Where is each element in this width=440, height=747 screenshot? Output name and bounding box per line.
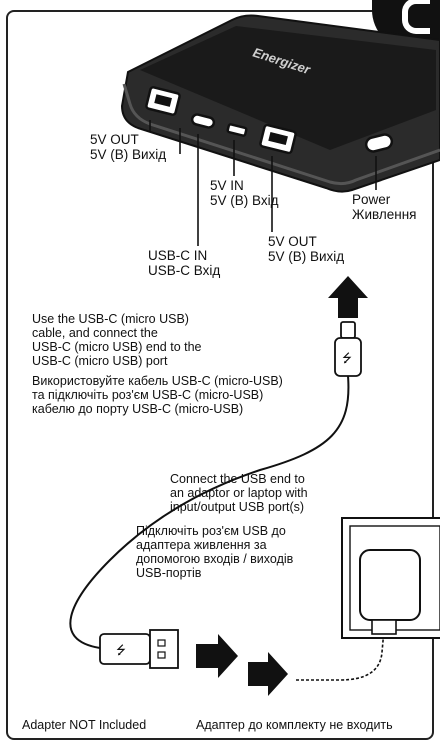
adapter-cord xyxy=(296,629,385,681)
up-arrow-icon xyxy=(328,276,368,318)
label-in-micro: 5V IN 5V (В) Вхід xyxy=(210,178,279,208)
label-in-micro-uk: 5V (В) Вхід xyxy=(210,193,279,208)
power-button xyxy=(364,133,394,153)
right-arrow-icon-2 xyxy=(248,652,288,696)
label-usbc-in: USB-C IN USB-C Вхід xyxy=(148,248,220,278)
usb-cable xyxy=(69,375,350,649)
label-power-en: Power xyxy=(352,192,391,207)
label-out-left-uk: 5V (В) Вихід xyxy=(90,147,167,162)
port-usb-out-right xyxy=(259,123,297,155)
label-power-uk: Живлення xyxy=(352,207,417,222)
label-out-right-en: 5V OUT xyxy=(268,234,317,249)
label-in-micro-en: 5V IN xyxy=(210,178,244,193)
usb-symbol-icon: ⭍ xyxy=(342,351,352,365)
power-bank: Energizer xyxy=(120,14,440,193)
leader-lines xyxy=(149,120,377,246)
label-power: Power Живлення xyxy=(352,192,416,222)
port-usb-out-left xyxy=(145,86,181,116)
page-frame xyxy=(6,10,434,740)
wall-adapter xyxy=(341,517,440,639)
label-out-right: 5V OUT 5V (В) Вихід xyxy=(268,234,344,264)
port-micro-in xyxy=(226,123,248,137)
label-usbc-in-en: USB-C IN xyxy=(148,248,208,263)
footer-note-en: Adapter NOT Included xyxy=(22,718,147,732)
label-out-left: 5V OUT 5V (В) Вихід xyxy=(90,132,166,162)
step2-text-uk: Підключіть роз'єм USB до адаптера живлен… xyxy=(136,524,294,580)
usb-a-plug: ⭍ xyxy=(99,629,179,669)
svg-text:⭍: ⭍ xyxy=(116,643,126,657)
right-arrow-icon xyxy=(196,634,238,678)
footer-note-uk: Адаптер до комплекту не входить xyxy=(196,718,393,732)
step2-text-en: Connect the USB end to an adaptor or lap… xyxy=(170,472,308,514)
label-out-left-en: 5V OUT xyxy=(90,132,139,147)
micro-usb-plug: ⭍ xyxy=(334,321,362,377)
usb-c-logo-icon xyxy=(402,0,430,34)
port-usb-c-in xyxy=(190,113,216,129)
label-usbc-in-uk: USB-C Вхід xyxy=(148,263,221,278)
label-out-right-uk: 5V (В) Вихід xyxy=(268,249,345,264)
step1-text-uk: Використовуйте кабель USB-C (micro-USB) … xyxy=(32,374,283,416)
step1-text-en: Use the USB-C (micro USB) cable, and con… xyxy=(32,312,202,368)
